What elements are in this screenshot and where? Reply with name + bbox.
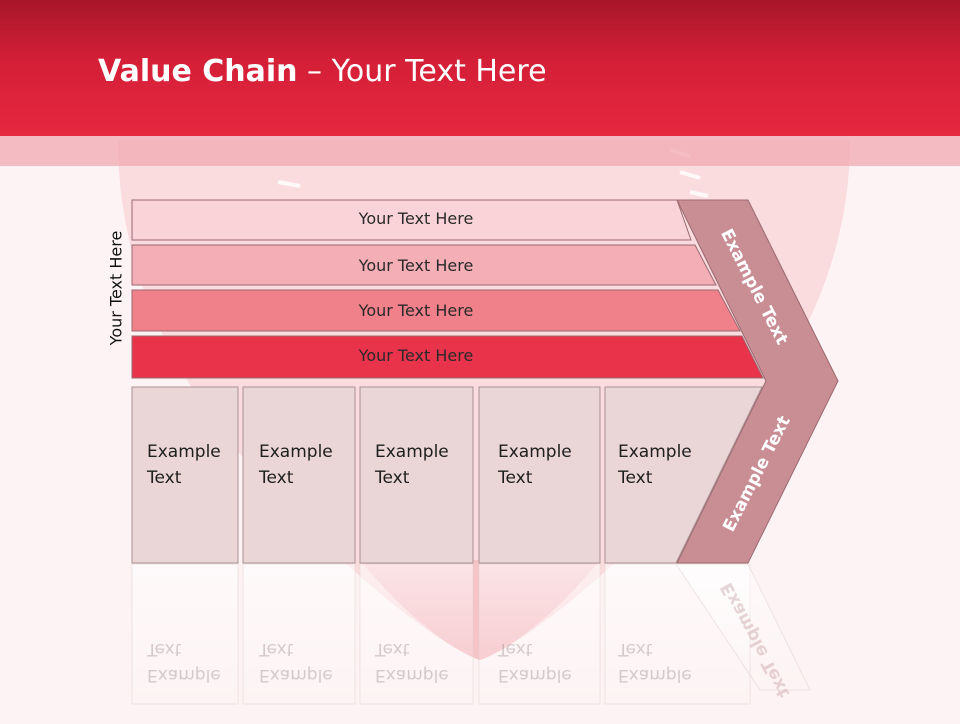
box-2-line2: Text	[259, 468, 294, 488]
header-band	[0, 136, 960, 166]
box-1-line1: Example	[147, 442, 221, 462]
bar-4-label: Your Text Here	[358, 346, 474, 365]
page-title: Value Chain – Your Text Here	[98, 54, 547, 89]
title-rest: – Your Text Here	[297, 54, 547, 89]
box-3-line1: Example	[375, 442, 449, 462]
bar-2-label: Your Text Here	[358, 256, 474, 275]
bar-1-shape	[131, 199, 692, 241]
title-bold: Value Chain	[98, 54, 298, 89]
box-3-shape	[359, 386, 474, 564]
side-label: Your Text Here	[106, 230, 126, 346]
box-2-shape	[242, 386, 356, 564]
box-5-line1: Example	[618, 442, 692, 462]
box-5-shape	[604, 386, 763, 564]
box-4-line2: Text	[498, 468, 533, 488]
box-1-shape	[131, 386, 239, 564]
header-banner: Value Chain – Your Text Here	[0, 0, 960, 136]
bar-4-shape	[131, 335, 764, 379]
box-3-line2: Text	[375, 468, 410, 488]
box-2-line1: Example	[259, 442, 333, 462]
box-5-line2: Text	[618, 468, 653, 488]
box-1-line2: Text	[147, 468, 182, 488]
bar-1-label: Your Text Here	[358, 209, 474, 228]
box-4-shape	[478, 386, 601, 564]
chevron-arrow-shape	[676, 199, 839, 564]
box-4-line1: Example	[498, 442, 572, 462]
bar-3-label: Your Text Here	[358, 301, 474, 320]
bar-3-shape	[131, 289, 741, 332]
bar-2-shape	[131, 244, 717, 286]
